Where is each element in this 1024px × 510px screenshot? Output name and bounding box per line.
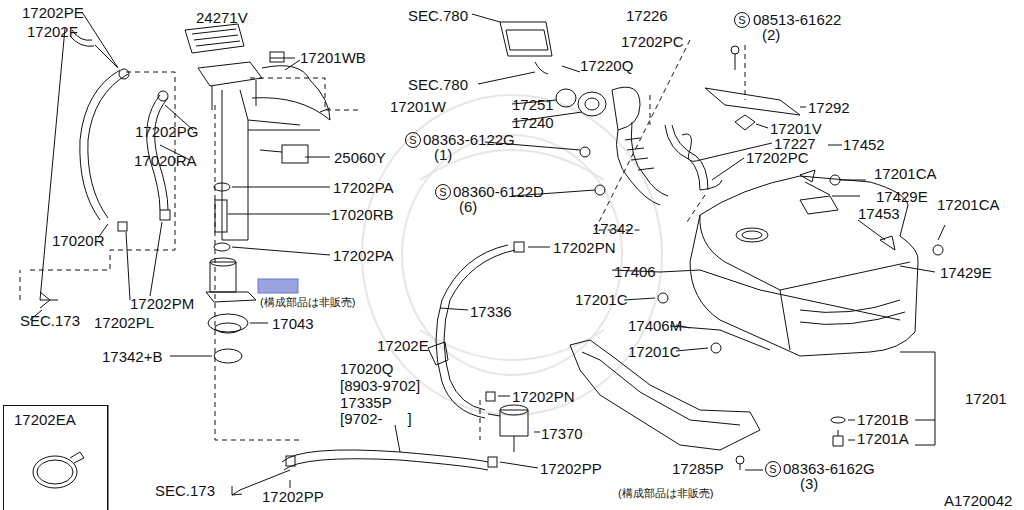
callout-number: 17202PM bbox=[130, 296, 194, 311]
callout-number: 17202PA bbox=[333, 180, 394, 195]
date-range: [9702- ] bbox=[340, 411, 412, 426]
standard-part-mark: S bbox=[406, 132, 420, 148]
callout-number: 17020RA bbox=[134, 153, 197, 168]
callout-number: 17020RB bbox=[331, 207, 394, 222]
callout-number: 17429E bbox=[940, 265, 992, 280]
standard-part-mark: S bbox=[436, 184, 450, 200]
callout-number: 17202PN bbox=[512, 389, 575, 404]
callout-number: 17202PP bbox=[262, 489, 324, 504]
callout-number: 17406M bbox=[628, 318, 682, 333]
part-detail-box: 17202EA bbox=[3, 405, 108, 510]
callout-number: 17370 bbox=[541, 426, 583, 441]
callout-number: 17201CA bbox=[937, 197, 1000, 212]
callout-number: 08513-61622 bbox=[753, 12, 841, 27]
callout-number: 17201V bbox=[770, 121, 822, 136]
callout-number: 08360-6122D bbox=[453, 184, 544, 199]
callout-number: 17202PC bbox=[746, 150, 809, 165]
callout-number: 17202PC bbox=[621, 34, 684, 49]
callout-number: 17202E bbox=[377, 338, 429, 353]
callout-number: 17201 bbox=[965, 391, 1007, 406]
standard-part-mark: S bbox=[735, 12, 749, 28]
section-reference: SEC.780 bbox=[408, 8, 468, 23]
callout-number: 17202PE bbox=[22, 5, 84, 20]
callout-number: 17453 bbox=[858, 206, 900, 221]
callout-number: 17201C bbox=[628, 344, 681, 359]
callout-number: 17201A bbox=[857, 431, 909, 446]
callout-number: 17202PA bbox=[333, 248, 394, 263]
callout-number: 17201C bbox=[575, 292, 628, 307]
callout-number: 17020R bbox=[52, 233, 105, 248]
callout-number: 17292 bbox=[808, 100, 850, 115]
callout-number: 17202PG bbox=[135, 124, 198, 139]
callout-number: 17220Q bbox=[580, 58, 633, 73]
section-reference: SEC.173 bbox=[20, 313, 80, 328]
callout-number: 17227 bbox=[774, 136, 816, 151]
callout-number: 17251 bbox=[512, 97, 554, 112]
quantity-text: (1) bbox=[434, 147, 452, 162]
note-text: (構成部品は非販売) bbox=[260, 296, 355, 308]
callout-number: 17285P bbox=[672, 461, 724, 476]
callout-number: 17406 bbox=[614, 264, 656, 279]
callout-number: 17226 bbox=[626, 8, 668, 23]
callout-number: 17452 bbox=[843, 137, 885, 152]
quantity-text: (3) bbox=[800, 476, 818, 491]
callout-number: 08363-6122G bbox=[423, 132, 515, 147]
callout-number: 17020Q bbox=[340, 361, 393, 376]
date-range: [8903-9702] bbox=[340, 378, 420, 393]
callout-number: 17202PN bbox=[553, 240, 616, 255]
callout-number: 17342+B bbox=[102, 349, 162, 364]
callout-number: 17202F bbox=[27, 24, 78, 39]
callout-number: 17240 bbox=[512, 115, 554, 130]
callout-number: 17202EA bbox=[4, 406, 107, 433]
quantity-text: (2) bbox=[762, 27, 780, 42]
callout-number: 17043 bbox=[272, 316, 314, 331]
callout-number: 24271V bbox=[196, 10, 248, 25]
callout-number: 17202PP bbox=[540, 461, 602, 476]
callout-number: A1720042 bbox=[944, 493, 1012, 508]
callout-number: 17336 bbox=[470, 304, 512, 319]
note-text: (構成部品は非販売) bbox=[618, 487, 713, 499]
callout-number: 08363-6162G bbox=[783, 461, 875, 476]
standard-part-mark: S bbox=[766, 461, 780, 477]
callout-number: 17342 bbox=[592, 221, 634, 236]
callout-number: 17201WB bbox=[300, 50, 366, 65]
section-reference: SEC.173 bbox=[155, 483, 215, 498]
section-reference: SEC.780 bbox=[408, 77, 468, 92]
callout-number: 17201CA bbox=[874, 166, 937, 181]
callout-number: 25060Y bbox=[334, 150, 386, 165]
callout-number: 17202PL bbox=[94, 315, 154, 330]
callout-number: 17201W bbox=[390, 99, 446, 114]
callout-number: 17429E bbox=[876, 189, 928, 204]
callout-number: 17335P bbox=[340, 395, 392, 410]
callout-number: 17201B bbox=[857, 412, 909, 427]
quantity-text: (6) bbox=[459, 199, 477, 214]
